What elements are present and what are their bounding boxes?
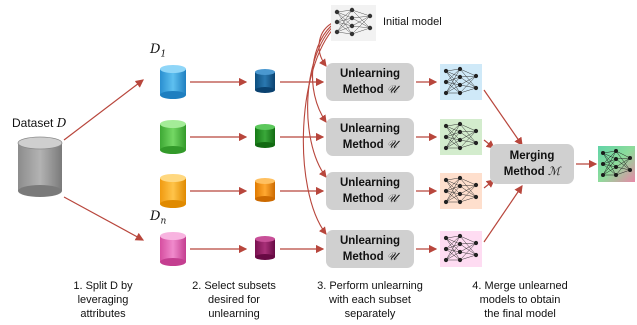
unlearning-box-1 [326,63,414,101]
unlearning-label-n-line2: Method [342,251,384,263]
arrow-split-n [63,196,145,241]
dataset-label-var: D [56,116,67,130]
step-2-line-1: 2. Select subsets [192,280,276,292]
arrow-merge-n [483,185,523,243]
unlearning-label-3: Unlearning Method 𝒰 [326,176,414,207]
unlearning-label-1-line1: Unlearning [339,68,401,80]
initial-model-arrows [302,21,341,235]
unlearning-box-3 [326,172,414,210]
unlearning-label-3-line1: Unlearning [339,177,401,189]
unlearning-label-2-line2: Method [342,139,384,151]
step-1-caption: 1. Split D by leveraging attributes [48,279,158,321]
selected-subset-3 [255,178,275,202]
subset-cylinder-1 [160,65,186,99]
subset-label-last-sub: n [160,216,167,227]
step-3-line-3: separately [344,308,396,320]
step-2-caption: 2. Select subsets desired for unlearning [178,279,290,321]
unlearned-model-3-icon [439,172,483,210]
step-1-line-2: leveraging [77,294,129,306]
merging-label-symbol: ℳ [547,164,561,178]
unlearned-model-n-icon [439,230,483,268]
subset-cylinder-n [160,232,186,266]
unlearning-label-1-symbol: 𝒰 [386,82,398,96]
unlearning-label-2-line1: Unlearning [339,123,401,135]
unlearning-label-n-line1: Unlearning [339,235,401,247]
subset-label-first: D1 [150,42,166,60]
dataset-label-text: Dataset [12,116,54,130]
merging-label-line1: Merging [509,150,555,162]
initial-model-icon [331,5,376,41]
unlearning-label-n: Unlearning Method 𝒰 [326,234,414,265]
unlearning-label-3-line2: Method [342,193,384,205]
unlearned-model-2-icon [439,118,483,156]
step-4-line-2: models to obtain [479,294,561,306]
final-model-icon [598,146,635,182]
step-4-line-1: 4. Merge unlearned [472,280,568,292]
unlearned-model-1-icon [440,64,482,100]
subset-label-last: Dn [150,209,166,227]
unlearning-label-3-symbol: 𝒰 [386,191,398,205]
unlearning-label-2: Unlearning Method 𝒰 [326,122,414,153]
initial-model-label: Initial model [383,16,442,28]
subset-label-last-text: D [150,209,161,224]
step-3-caption: 3. Perform unlearning with each subset s… [300,279,440,321]
unlearning-label-1: Unlearning Method 𝒰 [326,67,414,98]
selected-subset-n [255,236,275,260]
subset-cylinder-2 [160,120,186,154]
selected-subset-1 [255,69,275,93]
step-1-line-1: 1. Split D by [73,280,133,292]
dataset-label: Dataset D [12,116,66,130]
step-4-line-3: the final model [484,308,556,320]
merging-box [490,144,574,184]
arrow-split-1 [63,79,144,141]
step-2-line-3: unlearning [208,308,260,320]
subset-cylinder-3 [160,174,186,208]
subset-label-first-text: D [150,42,161,57]
step-3-line-2: with each subset [329,294,411,306]
unlearning-label-n-symbol: 𝒰 [386,249,398,263]
arrow-merge-1 [483,89,523,146]
step-4-caption: 4. Merge unlearned models to obtain the … [455,279,585,321]
unlearning-label-1-line2: Method [342,84,384,96]
merging-label-line2: Method [503,166,545,178]
subset-label-first-sub: 1 [160,49,167,60]
dataset-cylinder [17,136,63,197]
unlearning-box-n [326,230,414,268]
unlearning-box-2 [326,118,414,156]
step-3-line-1: 3. Perform unlearning [317,280,423,292]
merging-label: Merging Method ℳ [490,149,574,180]
selected-subset-2 [255,124,275,148]
step-1-line-3: attributes [80,308,126,320]
unlearning-label-2-symbol: 𝒰 [386,137,398,151]
step-2-line-2: desired for [208,294,260,306]
